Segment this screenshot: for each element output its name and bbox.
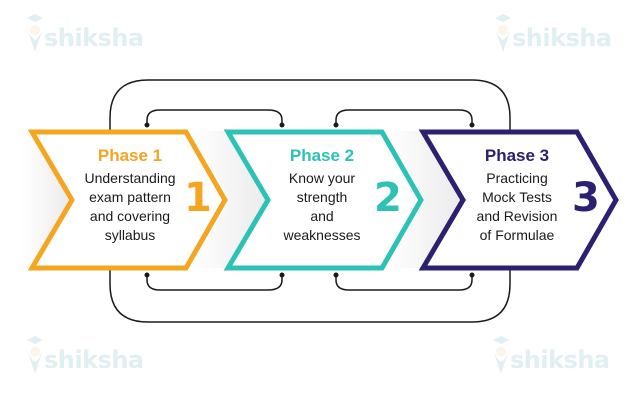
shiksha-watermark-top-left: shiksha	[24, 12, 144, 52]
inner-bottom-connector-2-3	[335, 275, 473, 291]
phase-1-chevron	[27, 129, 228, 271]
phase-1-number: 1	[184, 175, 212, 221]
phase-3-description: Practicing Mock Tests and Revision of Fo…	[464, 169, 570, 245]
phase-2-chevron	[223, 129, 424, 271]
inner-bottom-connector-1-2	[146, 275, 283, 291]
phase-1-title: Phase 1	[97, 146, 163, 165]
description-line: and Revision	[476, 208, 558, 224]
connector-dot-icon	[469, 272, 475, 278]
phase-2-description: Know your strength and weaknesses	[264, 169, 380, 245]
outer-bottom-connector	[109, 268, 511, 323]
shiksha-logo-icon	[27, 14, 43, 52]
description-line: Mock Tests	[482, 189, 552, 205]
watermark-text: shiksha	[512, 24, 612, 52]
description-line: exam pattern	[89, 189, 171, 205]
description-line: and covering	[89, 208, 171, 224]
phase-2-card: Phase 2 Know your strength and weaknesse…	[264, 146, 380, 245]
connector-dot-icon	[144, 272, 150, 278]
connector-dot-icon	[279, 122, 285, 128]
description-line: strength	[296, 189, 348, 205]
phase-1-description: Understanding exam pattern and covering …	[68, 169, 192, 245]
outer-top-connector	[109, 79, 511, 131]
phase-3-title: Phase 3	[484, 146, 550, 165]
phase-3-card: Phase 3 Practicing Mock Tests and Revisi…	[464, 146, 570, 245]
connector-dot-icon	[333, 122, 339, 128]
connector-dot-icon	[333, 272, 339, 278]
watermark-text: shiksha	[510, 346, 610, 374]
description-line: of Formulae	[479, 227, 555, 243]
description-line: weaknesses	[283, 227, 361, 243]
description-line: Understanding	[84, 170, 176, 186]
phase-1-card: Phase 1 Understanding exam pattern and c…	[68, 146, 192, 245]
shiksha-logo-icon	[493, 336, 509, 374]
shiksha-watermark-bottom-left: shiksha	[24, 334, 144, 374]
description-line: Know your	[288, 170, 356, 186]
inner-top-connector-1-2	[146, 109, 283, 125]
description-line: and	[310, 208, 334, 224]
phase-3-chevron	[418, 129, 619, 271]
shiksha-logo-icon	[27, 336, 43, 374]
inner-top-connector-2-3	[335, 109, 473, 125]
connector-dot-icon	[144, 122, 150, 128]
phase-3-number: 3	[572, 175, 600, 221]
shiksha-watermark-bottom-right: shiksha	[490, 334, 610, 374]
shiksha-watermark-top-right: shiksha	[492, 12, 612, 52]
connector-dot-icon	[279, 272, 285, 278]
description-line: syllabus	[104, 227, 156, 243]
phase-2-title: Phase 2	[289, 146, 355, 165]
shiksha-logo-icon	[495, 14, 511, 52]
connector-dot-icon	[469, 122, 475, 128]
watermark-text: shiksha	[44, 24, 144, 52]
phase-2-number: 2	[374, 175, 402, 221]
watermark-text: shiksha	[44, 346, 144, 374]
description-line: Practicing	[486, 170, 548, 186]
